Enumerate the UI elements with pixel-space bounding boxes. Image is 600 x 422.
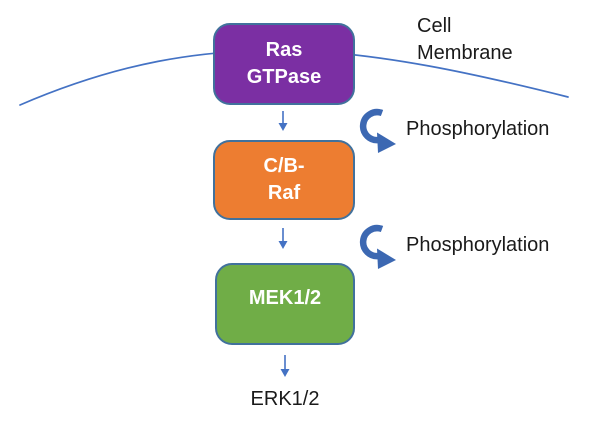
node-label-line: Raf (267, 182, 301, 204)
erk-label: ERK1/2 (250, 388, 320, 410)
node-label-line: GTPase (246, 66, 322, 88)
arrowhead-icon (280, 369, 290, 377)
phosphorylation-label-2: Phosphorylation (406, 234, 550, 256)
node-cb-raf: C/B- Raf (213, 140, 355, 220)
cell-membrane-label-line2: Membrane (417, 42, 513, 64)
node-label-line: MEK1/2 (248, 286, 322, 309)
arrowhead-icon (278, 241, 288, 249)
cell-membrane-label: Cell Membrane (417, 13, 513, 67)
phosphorylation-label-1: Phosphorylation (406, 118, 550, 140)
flow-arrow-lines (282, 111, 286, 370)
flow-arrow-heads (278, 123, 290, 377)
node-label-line: C/B- (263, 155, 305, 177)
node-ras-gtpase: Ras GTPase (213, 23, 355, 105)
node-mek12: MEK1/2 (215, 263, 355, 345)
cell-membrane-label-line1: Cell (417, 15, 452, 37)
node-label-line: Ras (265, 39, 303, 61)
arrowhead-icon (278, 123, 288, 131)
